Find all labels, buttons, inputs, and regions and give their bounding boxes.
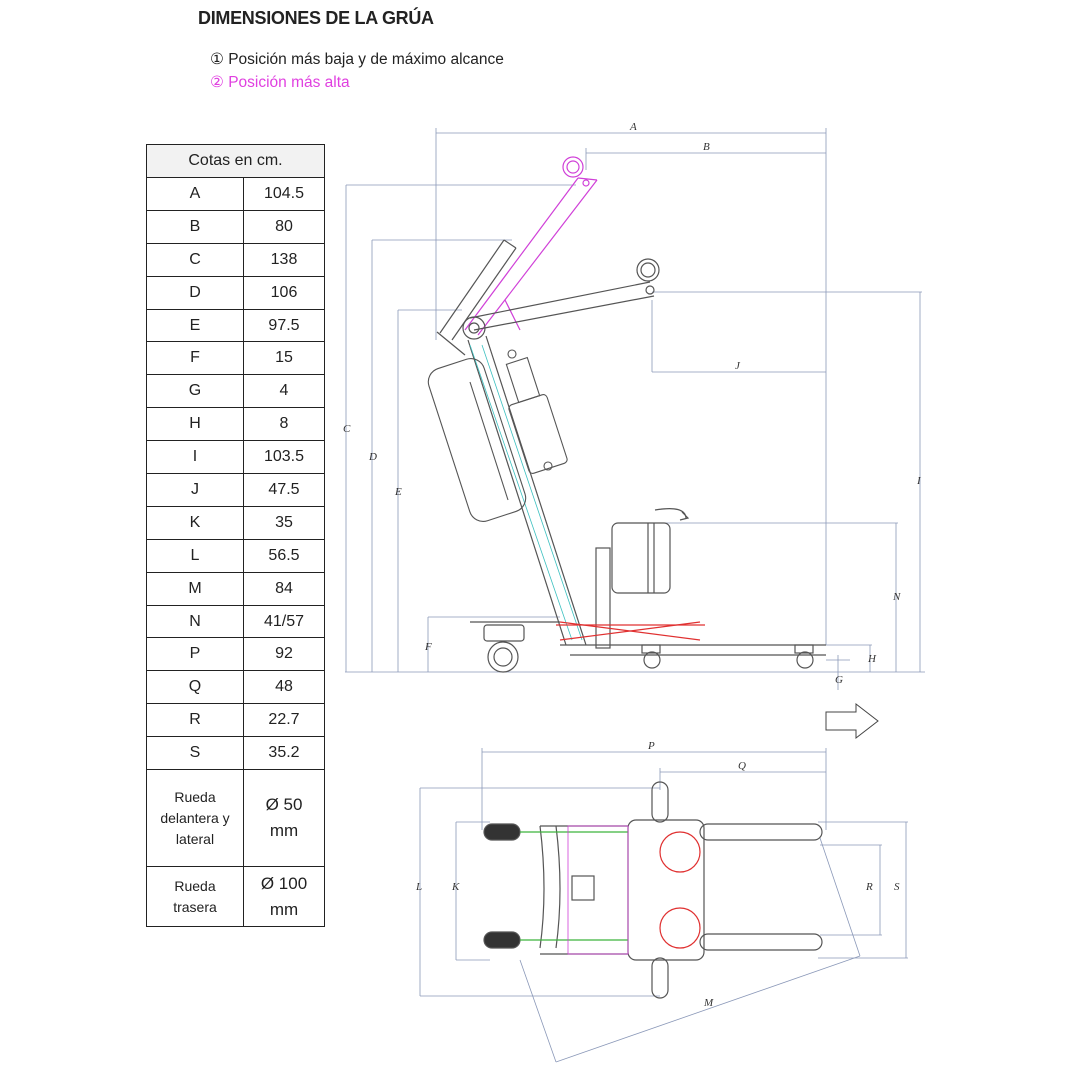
dimension-value: 103.5 [243,440,325,475]
label-L: L [415,881,422,893]
dimension-key: B [146,209,244,244]
dimension-value: 84 [243,571,325,606]
label-M: M [703,997,714,1009]
label-J: J [735,360,741,372]
label-G: G [835,674,843,686]
label-I: I [916,475,922,487]
dimension-value: 97.5 [243,308,325,343]
table-header-row: Cotas en cm. [146,144,325,178]
drawing-letters: A B C D E F G H I J N P Q L K M R S [343,121,922,1009]
label-F: F [424,641,432,653]
label-H: H [867,653,877,665]
label-B: B [703,141,710,153]
dimension-value: 92 [243,637,325,672]
top-view [419,748,908,1063]
dimension-key: C [146,242,244,277]
dimension-value: 47.5 [243,473,325,507]
base [470,621,826,673]
label-P: P [647,740,655,752]
dimension-value: 8 [243,407,325,442]
dimension-value: 35.2 [243,736,325,771]
dimension-key: G [146,374,244,409]
dimension-value: 48 [243,670,325,705]
label-D: D [368,451,377,463]
label-Q: Q [738,760,746,772]
actuator [505,349,568,474]
mast [467,335,587,646]
label-K: K [451,881,460,893]
side-view [345,128,925,740]
dimension-value: 104.5 [243,177,325,211]
front-wheel-value: Ø 50 mm [243,769,325,868]
dimension-key: K [146,505,244,540]
rear-wheel-label: Rueda trasera [146,866,244,928]
direction-arrow-icon [825,702,879,740]
dimension-key: Q [146,670,244,705]
dimension-key: E [146,308,244,343]
table-header: Cotas en cm. [146,144,325,178]
arm-lowest-position [436,239,660,356]
legend-lowest-position: ① Posición más baja y de máximo alcance [210,51,504,68]
dimension-key: P [146,637,244,672]
top-frame [483,781,823,999]
side-dimension-lines [345,128,925,690]
label-S: S [894,881,900,893]
dimension-value: 56.5 [243,538,325,573]
dimension-key: L [146,538,244,573]
battery-box [427,358,527,522]
dimension-value: 4 [243,374,325,409]
legend-highest-position: ② Posición más alta [210,74,350,91]
dimension-value: 15 [243,341,325,376]
dimension-value: 106 [243,275,325,310]
dimension-key: I [146,440,244,475]
rear-wheel-value: Ø 100 mm [243,866,325,928]
label-R: R [865,881,873,893]
dimension-key: M [146,571,244,606]
front-wheel-row: Rueda delantera y lateral Ø 50 mm [146,769,325,868]
label-N: N [892,591,901,603]
knee-pad [595,508,690,649]
front-wheel-label: Rueda delantera y lateral [146,769,244,868]
arm-highest-position [464,156,598,336]
dimension-key: H [146,407,244,442]
label-E: E [394,486,402,498]
label-C: C [343,423,351,435]
label-A: A [629,121,637,133]
dimension-value: 35 [243,505,325,540]
page-title: DIMENSIONES DE LA GRÚA [198,8,434,28]
top-dimension-lines [419,748,908,1063]
rear-wheel-row: Rueda trasera Ø 100 mm [146,866,325,928]
